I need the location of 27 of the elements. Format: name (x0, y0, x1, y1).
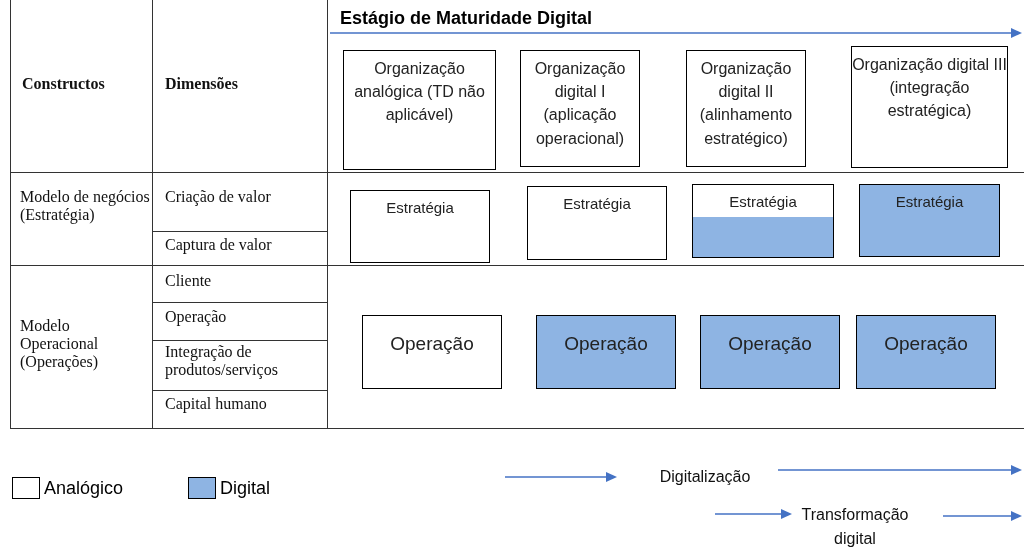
table-cell: Modelo de negócios (Estratégia) (20, 188, 150, 224)
stage-box: Organização digital I (aplicação operacional) (520, 50, 640, 167)
operation-box: Operação (700, 315, 840, 389)
axis-label: Digitalização (658, 467, 752, 487)
table-cell-text: Modelo Operacional (Operações) (20, 317, 100, 371)
stage-box: Organização digital II (alinhamento estratégico) (686, 50, 806, 167)
legend-label: Analógico (44, 478, 124, 499)
table-cell-text: Operação (165, 308, 228, 326)
table-cell-text: Capital humano (165, 395, 268, 413)
strategy-box: Estratégia (692, 184, 834, 258)
table-header: Dimensões (165, 75, 239, 93)
strategy-box: Estratégia (350, 190, 490, 263)
table-cell-text: Criação de valor (165, 188, 272, 206)
strategy-box: Estratégia (859, 184, 1000, 257)
table-cell-text: Cliente (165, 272, 213, 290)
heading: Estágio de Maturidade Digital (340, 8, 593, 29)
operation-box: Operação (856, 315, 996, 389)
operation-box: Operação (362, 315, 502, 389)
operation-box: Operação (536, 315, 676, 389)
table-cell-text: Integração de produtos/serviços (165, 343, 279, 379)
legend-label: Digital (220, 478, 271, 499)
table-cell-text: Captura de valor (165, 236, 273, 254)
table-header: Constructos (22, 75, 106, 93)
axis-label: Transformação digital (800, 505, 910, 549)
stage-box: Organização digital III (integração estratégica) (851, 46, 1008, 168)
stage-box: Organização analógica (TD não aplicável) (343, 50, 496, 170)
strategy-box: Estratégia (527, 186, 667, 260)
